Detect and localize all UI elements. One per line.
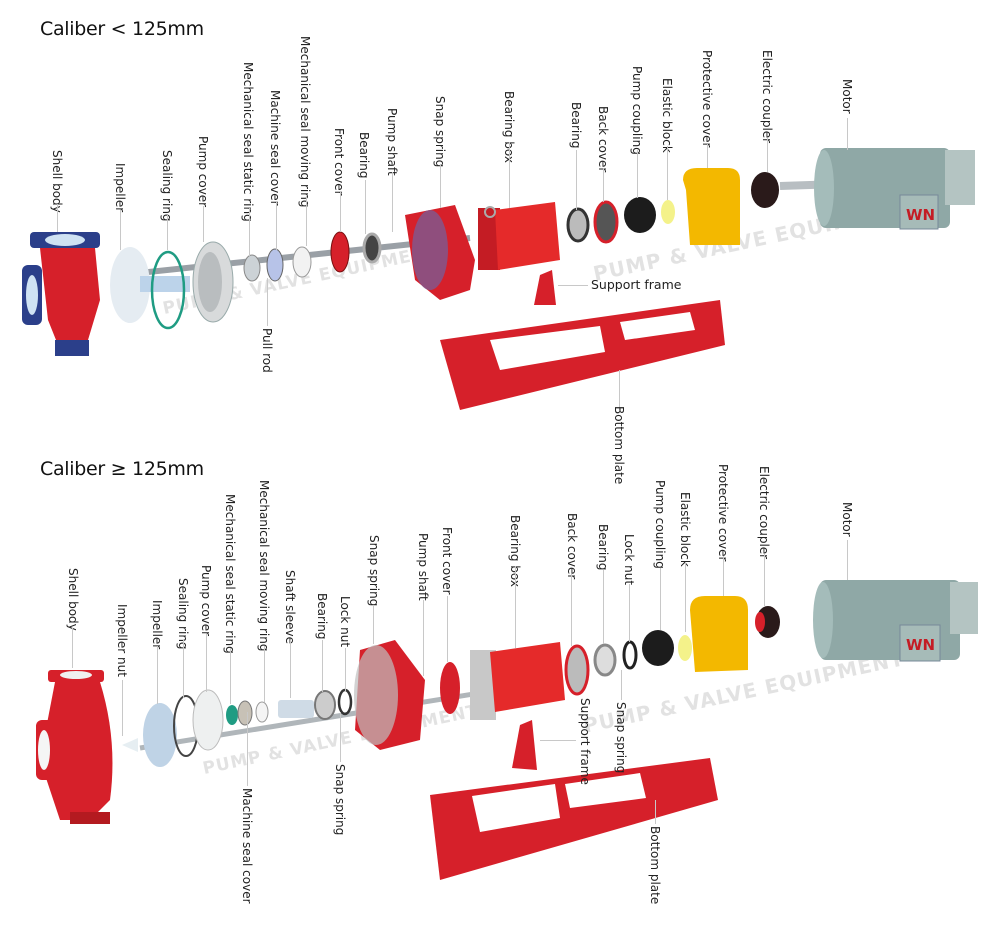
label-pump-shaft-2: Pump shaft xyxy=(416,533,430,601)
bottom-plate-part xyxy=(440,300,725,410)
label-bearing-3: Bearing xyxy=(315,593,329,640)
label-shaft-sleeve: Shaft sleeve xyxy=(283,570,297,644)
label-front-cover: Front cover xyxy=(332,128,346,196)
label-protective-cover: Protective cover xyxy=(700,50,714,148)
label-machine-seal-cover: Machine seal cover xyxy=(268,90,282,206)
label-electric-coupler-2: Electric coupler xyxy=(757,466,771,560)
label-pump-shaft: Pump shaft xyxy=(385,108,399,176)
sealing-ring-part xyxy=(150,250,186,330)
shell-body-part xyxy=(22,232,100,356)
protective-cover-part xyxy=(683,168,740,245)
label-pump-coupling-2: Pump coupling xyxy=(653,480,667,569)
label-mech-seal-static-ring: Mechanical seal static ring xyxy=(241,62,255,222)
label-bottom-plate-2: Bottom plate xyxy=(648,826,662,905)
label-motor: Motor xyxy=(840,79,854,114)
bearing-box-part xyxy=(478,202,560,270)
label-bearing-4: Bearing xyxy=(596,524,610,571)
label-snap-spring: Snap spring xyxy=(433,96,447,168)
support-frame-part xyxy=(534,270,556,305)
label-elastic-block-2: Elastic block xyxy=(678,492,692,567)
label-impeller: Impeller xyxy=(113,163,127,213)
label-electric-coupler: Electric coupler xyxy=(760,50,774,144)
label-lock-nut-2: Lock nut xyxy=(622,534,636,586)
label-pump-coupling: Pump coupling xyxy=(630,66,644,155)
motor-brand-label: WN xyxy=(906,206,935,224)
label-mech-seal-static-ring-2: Mechanical seal static ring xyxy=(223,494,237,654)
label-snap-spring-2: Snap spring xyxy=(367,535,381,607)
label-protective-cover-2: Protective cover xyxy=(716,464,730,562)
label-elastic-block: Elastic block xyxy=(660,78,674,153)
label-shell-body: Shell body xyxy=(50,150,64,213)
impeller-part xyxy=(110,247,150,323)
label-mech-seal-moving-ring: Mechanical seal moving ring xyxy=(298,36,312,208)
label-bearing-box-2: Bearing box xyxy=(508,515,522,587)
motor-part: WN xyxy=(814,148,975,230)
label-bearing-box: Bearing box xyxy=(502,91,516,163)
label-motor-2: Motor xyxy=(840,502,854,537)
label-front-cover-2: Front cover xyxy=(440,527,454,595)
label-back-cover: Back cover xyxy=(596,106,610,173)
label-bearing-1: Bearing xyxy=(357,132,371,179)
watermark: PUMP & VALVE EQUIPMENT xyxy=(581,646,907,738)
label-pull-rod: Pull rod xyxy=(260,328,274,373)
motor-brand-label-2: WN xyxy=(906,636,935,654)
label-support-frame: Support frame xyxy=(591,277,682,292)
label-sealing-ring: Sealing ring xyxy=(160,150,174,222)
shell-body-part-2 xyxy=(36,670,113,824)
label-snap-spring-4: Snap spring xyxy=(614,702,628,774)
label-pump-cover: Pump cover xyxy=(196,136,210,208)
label-back-cover-2: Back cover xyxy=(565,513,579,580)
label-sealing-ring-2: Sealing ring xyxy=(176,578,190,650)
label-machine-seal-cover-2: Machine seal cover xyxy=(240,788,254,904)
label-mech-seal-moving-ring-2: Mechanical seal moving ring xyxy=(257,480,271,652)
section-title-small-caliber: Caliber < 125mm xyxy=(40,18,204,40)
label-lock-nut: Lock nut xyxy=(338,596,352,648)
section-title-large-caliber: Caliber ≥ 125mm xyxy=(40,458,204,480)
label-shell-body-2: Shell body xyxy=(66,568,80,631)
label-support-frame-2: Support frame xyxy=(578,698,592,785)
label-bottom-plate: Bottom plate xyxy=(612,406,626,485)
label-pump-cover-2: Pump cover xyxy=(199,565,213,637)
label-impeller-2: Impeller xyxy=(150,600,164,650)
exploded-view-small-caliber: WN xyxy=(22,148,975,410)
label-impeller-nut: Impeller nut xyxy=(115,604,129,677)
label-bearing-2: Bearing xyxy=(569,102,583,149)
label-snap-spring-3: Snap spring xyxy=(333,764,347,836)
